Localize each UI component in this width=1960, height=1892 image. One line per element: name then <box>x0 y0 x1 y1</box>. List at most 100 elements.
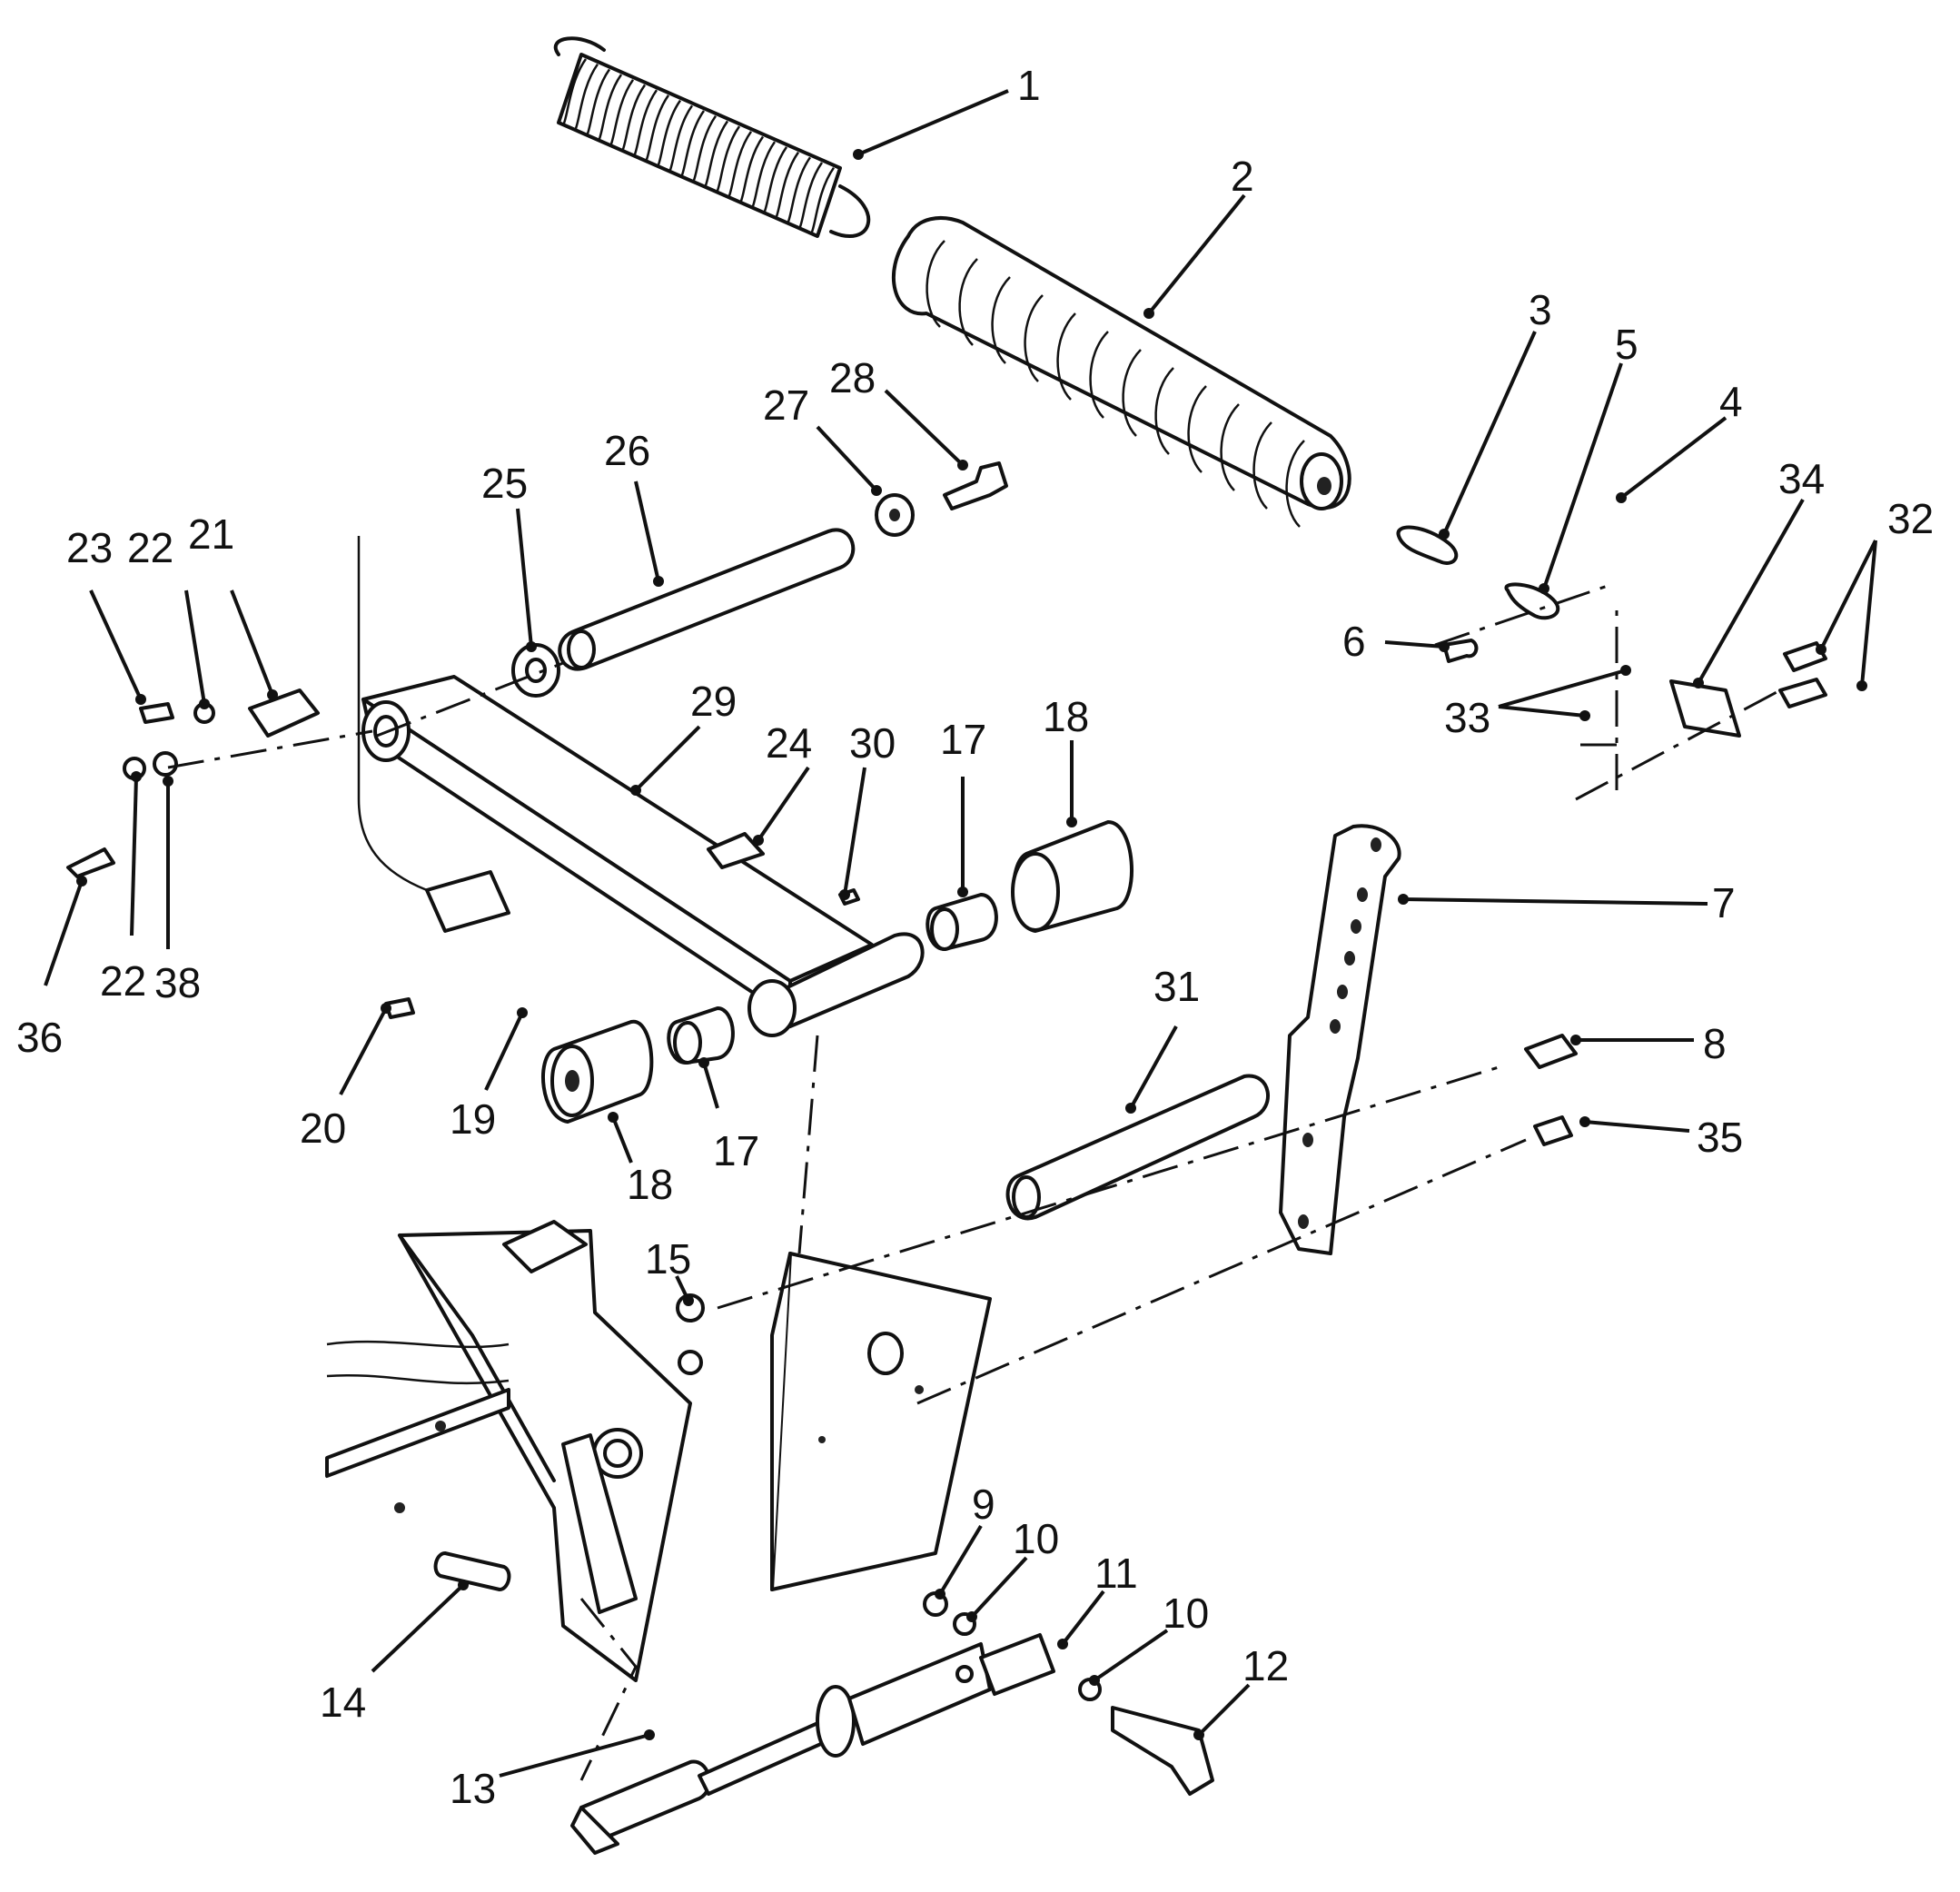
svg-text:30: 30 <box>849 719 896 767</box>
spring-coil <box>561 58 588 126</box>
svg-text:15: 15 <box>645 1235 691 1283</box>
washer-part-27 <box>875 493 915 537</box>
callout-15: 15 <box>645 1235 694 1306</box>
plate-part-7 <box>1279 824 1401 1255</box>
callout-14: 14 <box>320 1580 469 1726</box>
callout-13: 13 <box>450 1729 655 1812</box>
boot-rib <box>1154 367 1174 455</box>
plate-hole <box>1302 1133 1313 1147</box>
callout-6: 6 <box>1342 618 1450 665</box>
spring-coil <box>797 162 824 230</box>
callout-26: 26 <box>604 427 664 587</box>
svg-text:18: 18 <box>1043 693 1089 740</box>
svg-text:9: 9 <box>972 1481 995 1528</box>
callout-4: 4 <box>1616 378 1743 503</box>
spring-coil <box>620 84 647 153</box>
spring-coil <box>715 125 741 193</box>
svg-text:36: 36 <box>16 1014 63 1061</box>
adjuster-rod-assembly <box>570 1633 1214 1855</box>
spring-coil <box>691 114 718 183</box>
spring-coil <box>668 104 694 173</box>
callout-29: 29 <box>630 678 737 796</box>
spring-coil <box>727 131 753 199</box>
bushing-part-17 <box>926 893 998 951</box>
bolt-part-23 <box>139 702 174 724</box>
callout-20: 20 <box>300 1003 391 1152</box>
parts-drawing <box>66 36 1827 1855</box>
svg-text:23: 23 <box>66 524 113 571</box>
callout-35: 35 <box>1579 1114 1743 1161</box>
plate-hole <box>1357 887 1368 902</box>
bushing-part-17-lower <box>667 1006 735 1065</box>
spring-coil <box>738 135 765 204</box>
spring-coil <box>762 146 788 214</box>
callout-1: 1 <box>853 62 1041 160</box>
callout-27: 27 <box>763 381 882 496</box>
svg-text:11: 11 <box>1094 1550 1138 1597</box>
svg-text:26: 26 <box>604 427 650 474</box>
svg-text:25: 25 <box>481 460 528 507</box>
boot-rib <box>1187 385 1207 473</box>
plate-hole <box>1298 1214 1309 1229</box>
spring-coil <box>750 141 777 209</box>
svg-text:10: 10 <box>1163 1590 1209 1637</box>
callout-28: 28 <box>829 354 968 471</box>
plate-hole <box>1337 985 1348 999</box>
svg-text:29: 29 <box>690 678 737 725</box>
spring-coil <box>573 63 599 132</box>
callout-24: 24 <box>753 719 812 846</box>
svg-text:8: 8 <box>1703 1020 1727 1067</box>
switch-part <box>425 870 510 933</box>
svg-text:3: 3 <box>1529 286 1552 333</box>
plate-hole <box>1351 919 1361 934</box>
spring-coil <box>774 151 800 220</box>
boot-part-2 <box>892 216 1351 528</box>
bolt-part-36 <box>66 847 115 878</box>
bracket-part-34 <box>1669 679 1741 738</box>
svg-text:27: 27 <box>763 381 809 429</box>
callout-7: 7 <box>1398 879 1736 926</box>
callout-34: 34 <box>1693 455 1825 688</box>
svg-text:1: 1 <box>1017 62 1041 109</box>
bolt-part-28 <box>943 461 1008 510</box>
svg-text:28: 28 <box>829 354 876 401</box>
callout-17a: 17 <box>940 716 986 897</box>
svg-text:14: 14 <box>320 1679 366 1726</box>
bolt-part-32a <box>1783 641 1827 672</box>
boot-rib <box>1285 440 1305 528</box>
callout-10a: 10 <box>966 1515 1059 1622</box>
callout-25: 25 <box>481 460 537 652</box>
callout-12: 12 <box>1193 1642 1289 1740</box>
frame-bracket <box>325 1220 992 1682</box>
svg-text:12: 12 <box>1242 1642 1289 1689</box>
bolt-part-32b <box>1778 678 1827 708</box>
svg-text:17: 17 <box>940 716 986 763</box>
plate-hole <box>1330 1019 1341 1034</box>
washer-part-38 <box>153 751 178 777</box>
spring-coil <box>609 79 635 147</box>
callout-10b: 10 <box>1089 1590 1209 1686</box>
svg-text:24: 24 <box>766 719 812 767</box>
boot-rib <box>1252 421 1272 510</box>
spring-coil <box>585 68 611 137</box>
boot-rib <box>1122 349 1142 437</box>
svg-text:7: 7 <box>1712 879 1736 926</box>
svg-text:6: 6 <box>1342 618 1366 665</box>
callout-9: 9 <box>935 1481 995 1600</box>
callout-5: 5 <box>1539 321 1638 594</box>
callout-32: 32 <box>1816 495 1934 691</box>
callout-17b: 17 <box>698 1057 759 1174</box>
boot-rib <box>958 258 978 346</box>
spring-coil <box>656 99 682 168</box>
callout-3: 3 <box>1439 286 1552 540</box>
callout-2: 2 <box>1143 153 1254 319</box>
spring-coil <box>703 120 729 189</box>
bracket-part-21 <box>248 688 320 738</box>
svg-text:18: 18 <box>627 1161 673 1208</box>
callout-11: 11 <box>1057 1550 1138 1649</box>
chain-link-part-3 <box>1396 525 1459 565</box>
svg-text:19: 19 <box>450 1095 496 1143</box>
callout-33: 33 <box>1444 665 1631 741</box>
washer-part-25 <box>511 643 560 698</box>
